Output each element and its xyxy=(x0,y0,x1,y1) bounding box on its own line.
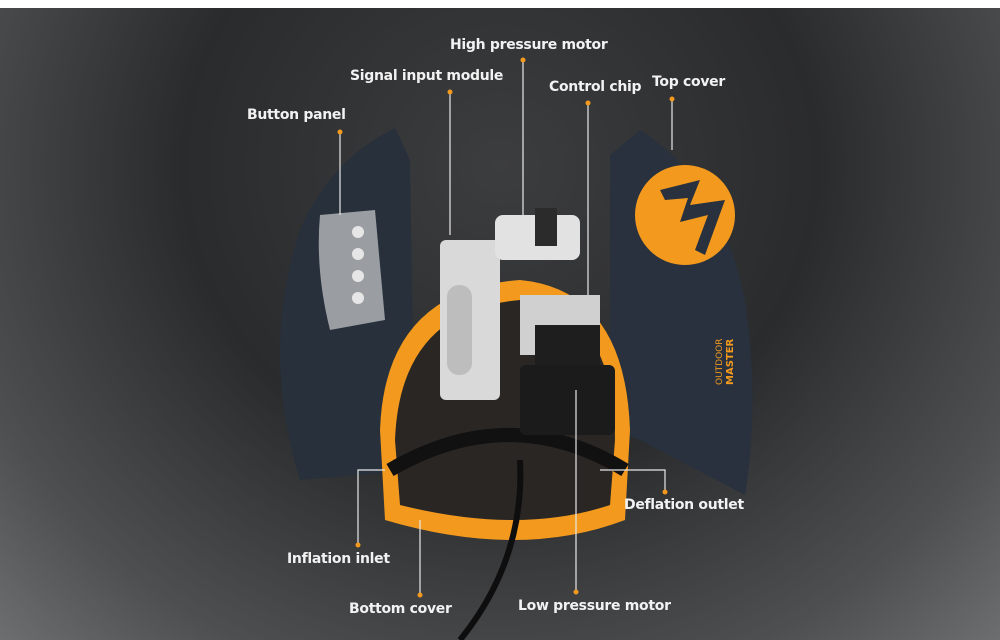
label-inflation-inlet: Inflation inlet xyxy=(287,551,390,567)
brand-text-master: MASTER xyxy=(725,338,736,385)
low-pressure-motor xyxy=(520,365,615,435)
label-deflation-outlet: Deflation outlet xyxy=(624,497,744,513)
leader-lines xyxy=(339,60,673,595)
label-signal-input-module: Signal input module xyxy=(350,68,504,84)
label-high-pressure-motor: High pressure motor xyxy=(450,37,608,53)
brand-logo-w xyxy=(660,180,725,255)
power-cable xyxy=(457,459,524,640)
label-bottom-cover: Bottom cover xyxy=(349,601,452,617)
label-low-pressure-motor: Low pressure motor xyxy=(518,598,671,614)
button-panel xyxy=(318,210,385,330)
label-control-chip: Control chip xyxy=(549,79,642,95)
leader-dots xyxy=(337,57,675,598)
brand-text-outdoor: OUTDOOR xyxy=(715,338,725,385)
label-button-panel: Button panel xyxy=(247,107,346,123)
label-top-cover: Top cover xyxy=(652,74,725,90)
